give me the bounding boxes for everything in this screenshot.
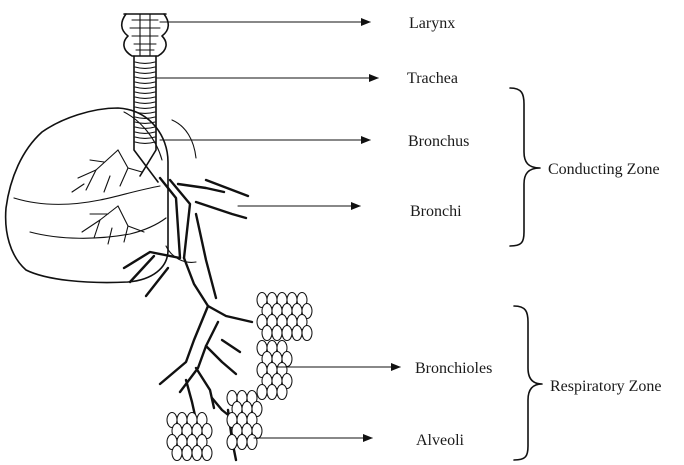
alveolus (267, 385, 277, 400)
label-trachea: Trachea (407, 70, 458, 87)
trachea-ring (135, 102, 155, 104)
trachea-ring (135, 122, 155, 124)
alveolus (172, 446, 182, 461)
trachea-ring (135, 107, 155, 109)
trachea-ring (135, 87, 155, 89)
alveolus (262, 326, 272, 341)
trachea-ring (135, 62, 155, 64)
alveolus (192, 446, 202, 461)
label-alveoli: Alveoli (416, 432, 465, 449)
conducting-zone-brace (510, 88, 540, 246)
trachea-ring (135, 92, 155, 94)
trachea-illustration (134, 56, 158, 182)
trachea-ring (135, 77, 155, 79)
label-bronchus: Bronchus (408, 133, 469, 150)
label-conducting-zone: Conducting Zone (548, 161, 660, 178)
alveolus (237, 435, 247, 450)
trachea-ring (135, 137, 155, 139)
alveolus (302, 326, 312, 341)
alveolus (182, 446, 192, 461)
trachea-ring (135, 142, 155, 144)
alveolus (282, 326, 292, 341)
alveolus (277, 385, 287, 400)
larynx-illustration (122, 14, 169, 56)
alveolus (202, 446, 212, 461)
alveolus (247, 435, 257, 450)
trachea-ring (135, 97, 155, 99)
alveolus (292, 326, 302, 341)
alveoli-clusters (167, 293, 312, 461)
alveolus (257, 385, 267, 400)
label-respiratory-zone: Respiratory Zone (550, 378, 662, 395)
respiratory-zone-brace (514, 306, 542, 460)
label-bronchioles: Bronchioles (415, 360, 492, 377)
alveolus (272, 326, 282, 341)
trachea-ring (135, 82, 155, 84)
label-bronchi: Bronchi (410, 203, 462, 220)
trachea-ring (135, 67, 155, 69)
trachea-ring (135, 132, 155, 134)
trachea-ring (135, 72, 155, 74)
trachea-ring (135, 112, 155, 114)
trachea-ring (135, 127, 155, 129)
label-larynx: Larynx (409, 15, 455, 32)
alveolus (227, 435, 237, 450)
